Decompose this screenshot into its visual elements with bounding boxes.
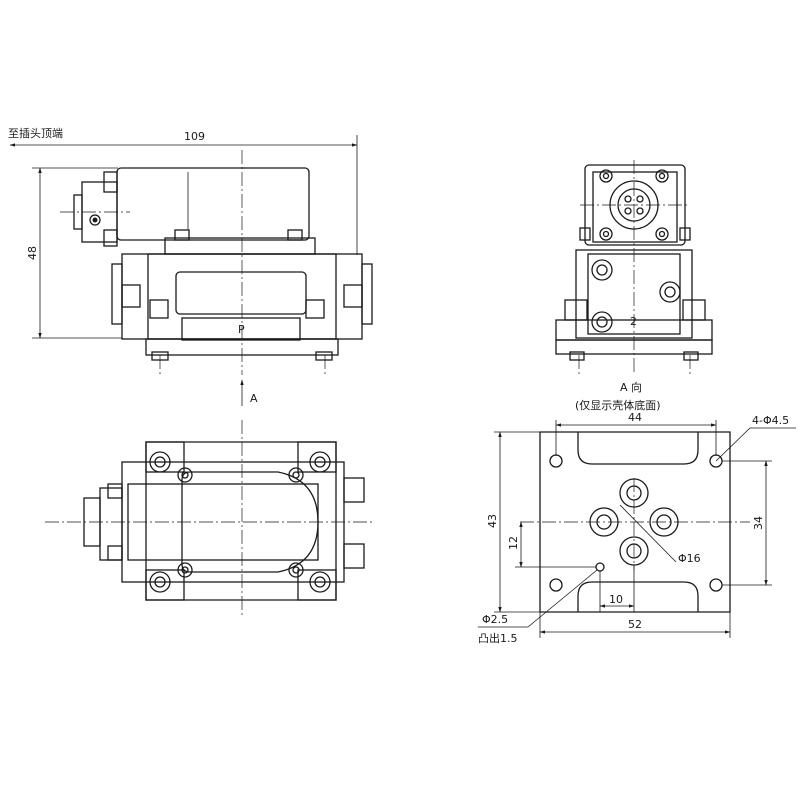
- top-view: [45, 420, 375, 615]
- dim-protrude: 凸出1.5: [478, 631, 518, 645]
- plug-top-note: 至插头顶端: [8, 126, 63, 140]
- dim-phi16: Φ16: [678, 552, 701, 565]
- view-arrow-label: A: [250, 392, 258, 405]
- dim-12: 12: [507, 536, 520, 550]
- bottom-view: 44 4-Φ4.5 43 34 12 Φ16 10 52: [478, 411, 796, 645]
- view-arrow-a: A: [240, 379, 258, 406]
- dim-109: 109: [184, 130, 205, 143]
- view-note: (仅显示壳体底面): [575, 398, 661, 412]
- dim-34: 34: [752, 516, 765, 530]
- view-title: A 向: [620, 380, 642, 394]
- dim-48: 48: [26, 246, 39, 260]
- top-view-bolts: [149, 451, 331, 593]
- dim-holes: 4-Φ4.5: [752, 414, 789, 427]
- dim-phi25: Φ2.5: [482, 613, 508, 626]
- side-port-label: 2: [630, 315, 637, 328]
- dim-52: 52: [628, 618, 642, 631]
- dim-44: 44: [628, 411, 642, 424]
- dim-43: 43: [486, 514, 499, 528]
- port-p-label: P: [238, 323, 245, 336]
- front-view: P 109 至插头顶端 48: [8, 126, 373, 375]
- dim-10: 10: [609, 593, 623, 606]
- side-view: 2: [555, 160, 713, 375]
